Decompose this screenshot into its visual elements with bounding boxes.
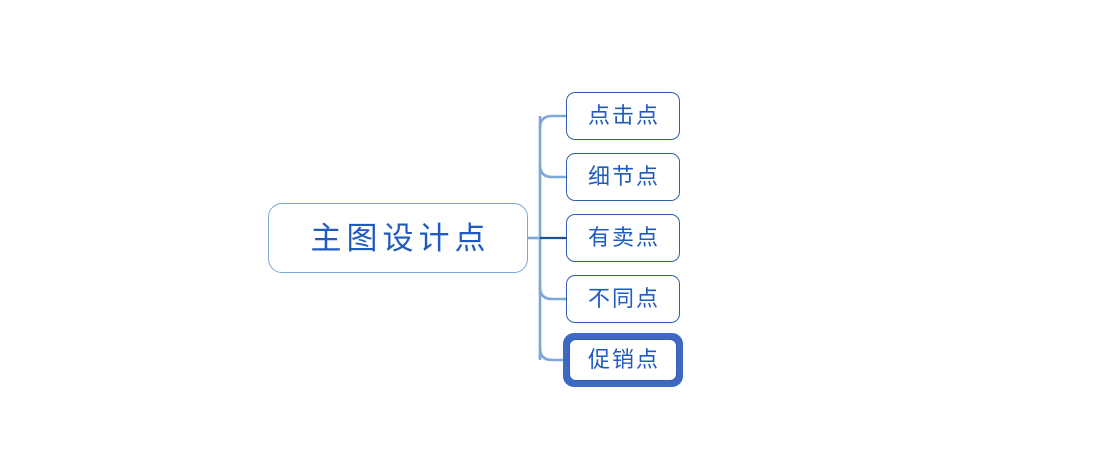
mindmap-child-label-4: 不同点 — [587, 286, 660, 311]
mindmap-child-node-2[interactable]: 细节点 — [566, 153, 680, 201]
mindmap-child-label-2: 细节点 — [587, 164, 660, 189]
mindmap-child-node-3[interactable]: 有卖点 — [566, 214, 680, 262]
mindmap-root-label: 主图设计点 — [310, 220, 491, 256]
selection-inner-ring: 促销点 — [569, 339, 677, 381]
connector-branch-1 — [538, 164, 566, 179]
mindmap-child-node-5-selected[interactable]: 促销点 — [563, 333, 683, 387]
mindmap-child-label-5: 促销点 — [587, 347, 660, 372]
connector-branch-0 — [538, 114, 566, 129]
mindmap-child-label-3: 有卖点 — [587, 225, 660, 250]
mindmap-child-node-1[interactable]: 点击点 — [566, 92, 680, 140]
mindmap-child-label-1: 点击点 — [587, 103, 660, 128]
mindmap-root-node[interactable]: 主图设计点 — [268, 203, 528, 273]
mindmap-child-node-4[interactable]: 不同点 — [566, 275, 680, 323]
connector-branch-3 — [538, 286, 566, 301]
